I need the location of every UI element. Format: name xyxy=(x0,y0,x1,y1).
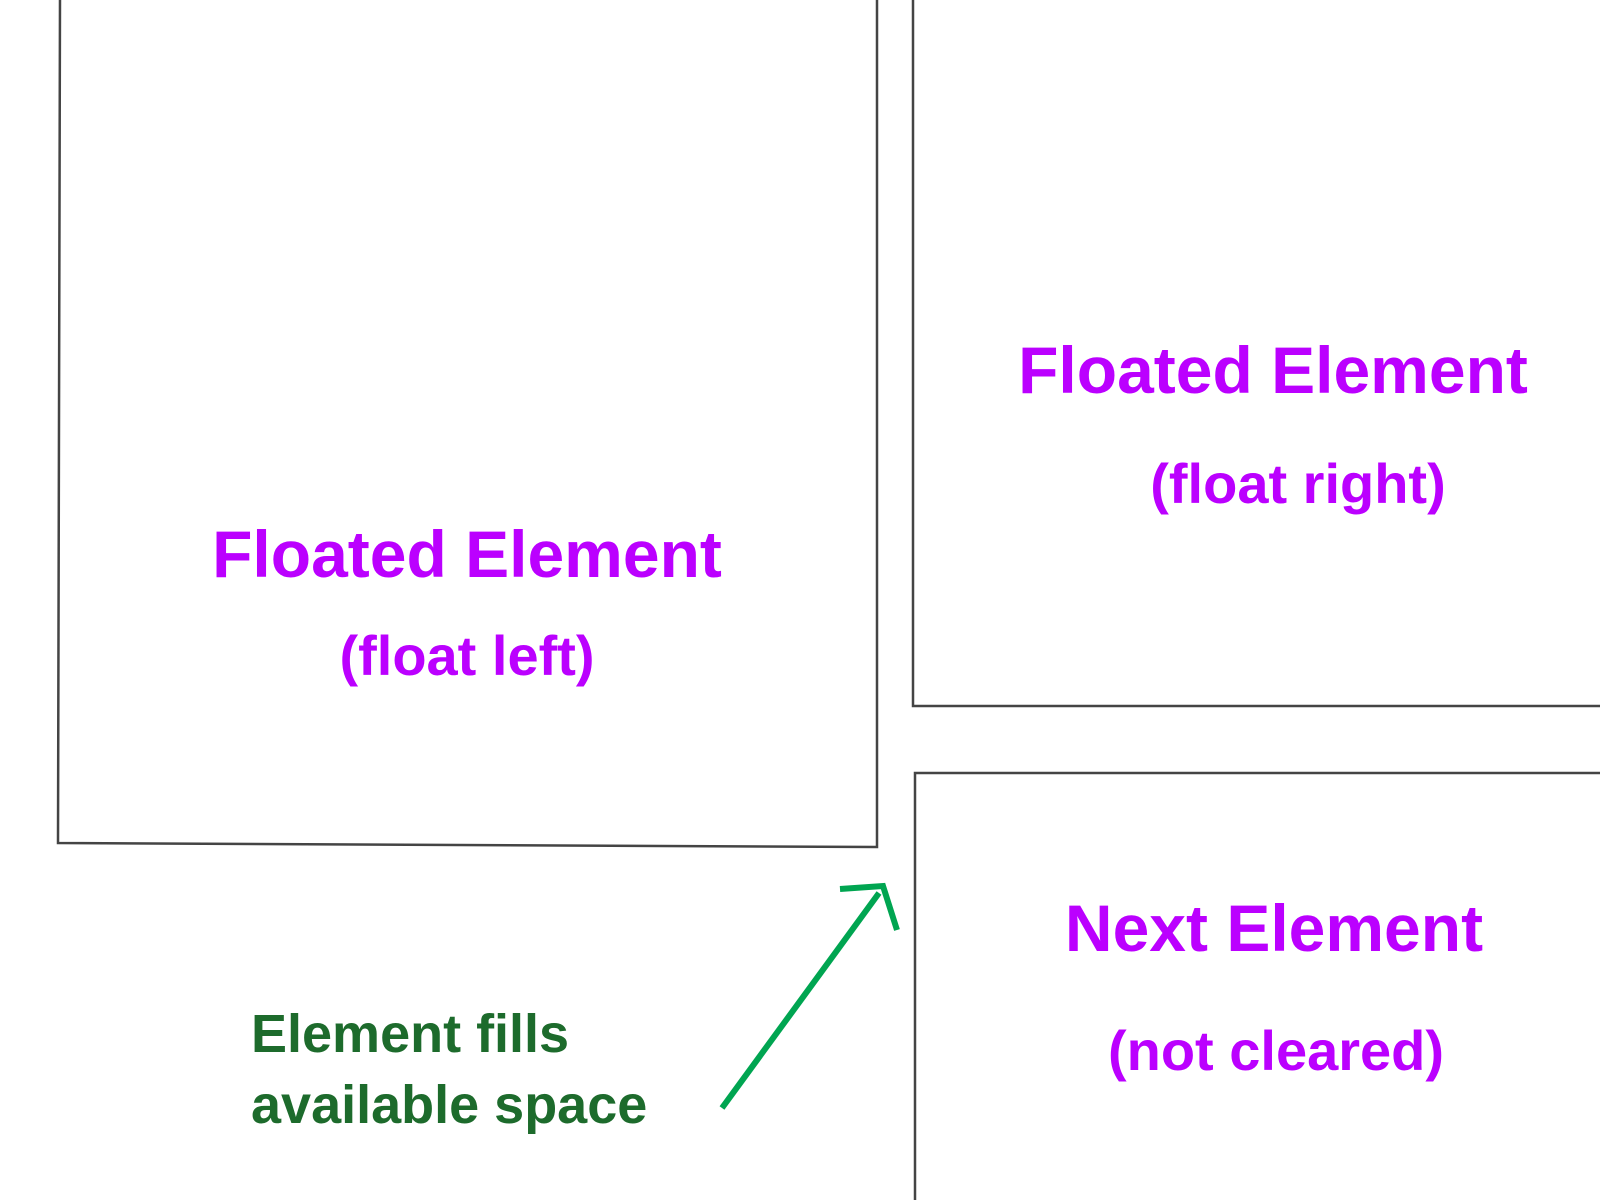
float-left-box-border xyxy=(56,0,879,849)
annotation-line-2: available space xyxy=(251,1075,647,1135)
float-left-title: Floated Element xyxy=(212,517,722,591)
next-element-box-border xyxy=(913,771,1600,1200)
float-right-box: Floated Element (float right) xyxy=(911,0,1600,708)
float-left-box: Floated Element (float left) xyxy=(56,0,879,849)
next-element-box: Next Element (not cleared) xyxy=(913,771,1600,1200)
float-right-title: Floated Element xyxy=(1018,333,1528,407)
next-element-title: Next Element xyxy=(1065,891,1483,965)
float-left-subtitle: (float left) xyxy=(339,624,594,687)
pointer-arrow-head xyxy=(839,882,900,931)
float-right-subtitle: (float right) xyxy=(1150,452,1445,515)
pointer-arrow-shaft xyxy=(719,891,882,1110)
annotation: Element fills available space xyxy=(251,1004,647,1135)
float-right-box-border xyxy=(911,0,1600,708)
annotation-line-1: Element fills xyxy=(251,1004,569,1064)
pointer-arrow xyxy=(719,882,900,1110)
next-element-subtitle: (not cleared) xyxy=(1108,1019,1444,1082)
